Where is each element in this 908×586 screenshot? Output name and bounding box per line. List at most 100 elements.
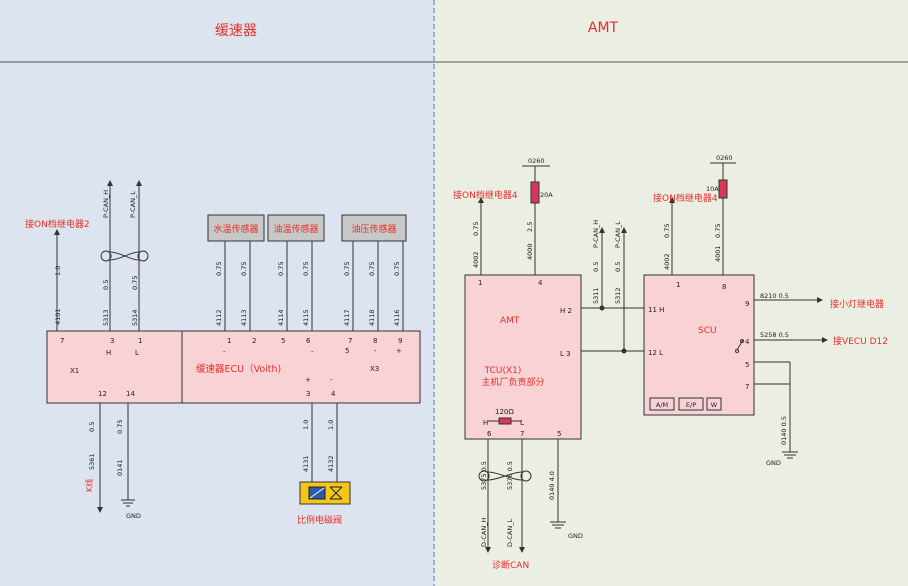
sensor-water-label: 水温传感器 [213, 223, 258, 235]
wire-4131: 4131 [302, 455, 310, 472]
diag-can-label: 诊断CAN [492, 559, 529, 571]
gauge-label: 0.75 [663, 224, 671, 238]
x3-pin-1: 1 [227, 337, 231, 345]
scu-pin-7: 7 [745, 383, 749, 391]
wire-4002: 4002 [472, 251, 480, 268]
twisted-pair-icon [487, 471, 523, 481]
pin-3: 3 [110, 337, 114, 345]
signal-dcan-h: D-CAN_H [480, 518, 488, 547]
fuse-right-source: 0260 [716, 154, 733, 162]
gauge-label: 1.0 [327, 420, 335, 430]
wire-5376: 5376 0.5 [506, 461, 514, 490]
scu-pin-1: 1 [676, 281, 680, 289]
gnd-label: GND [568, 532, 583, 540]
wire-4101: 4101 [54, 308, 62, 325]
scu-box [643, 274, 755, 416]
wire-4132: 4132 [327, 455, 335, 472]
pin-7: 7 [60, 337, 64, 345]
fuse-left-rating: 20A [540, 191, 553, 199]
tcu-pin-7: 7 [520, 430, 524, 438]
tcu-pin-l: L [520, 419, 524, 427]
gauge-label: 0.75 [343, 262, 351, 276]
proportional-valve-icon [299, 481, 351, 505]
x3-pin-8: 8 [373, 337, 377, 345]
tcu-pin-4: 4 [538, 279, 543, 287]
wire-4118: 4118 [368, 309, 376, 326]
tcu-pin-6: 6 [487, 430, 492, 438]
wire-8210: 8210 0.5 [760, 292, 789, 300]
minus-sign: - [223, 348, 226, 356]
amt-label: AMT [500, 316, 520, 326]
wire-4000: 4000 [526, 243, 534, 260]
x3-pin-2: 2 [252, 337, 256, 345]
gauge-label: 0.75 [393, 262, 401, 276]
signal-pcan-l: P-CAN_L [614, 221, 622, 248]
pin-1: 1 [138, 337, 142, 345]
lamp-relay-label: 接小灯继电器 [830, 298, 884, 310]
wire-5313: 5313 [102, 309, 110, 326]
scu-w-button [706, 397, 722, 411]
tcu-pin-1: 1 [478, 279, 482, 287]
twisted-pair-icon [109, 251, 140, 261]
scu-pin-5: 5 [745, 361, 749, 369]
scu-am-label: A/M [656, 401, 668, 409]
valve-label: 比例电磁阀 [297, 514, 342, 526]
wire-5314: 5314 [131, 309, 139, 326]
gauge-label: 1.0 [54, 266, 62, 276]
on-relay-2-label: 接ON档继电器2 [25, 218, 90, 230]
resistor-label: 120Ω [495, 408, 514, 416]
retarder-title: 缓速器 [215, 23, 257, 39]
signal-dcan-l: D-CAN_L [506, 519, 514, 547]
scu-pin-4: 4 [745, 338, 750, 346]
tcu-label: TCU(X1) [484, 366, 522, 376]
gauge-label: 0.75 [277, 262, 285, 276]
tcu-pin-l3: L 3 [560, 350, 571, 358]
x3-pin-7: 7 [348, 337, 352, 345]
fuse-left-source: 0260 [528, 157, 545, 165]
gauge-label: 0.75 [116, 420, 124, 434]
pin-12: 12 [98, 390, 107, 398]
wire-0140b: 0140 0.5 [780, 416, 788, 445]
tcu-pin-h2: H 2 [560, 307, 572, 315]
gauge-label: 0.5 [614, 262, 622, 272]
signal-pcan-h: P-CAN_H [592, 220, 600, 248]
wire-5361: 5361 [88, 453, 96, 470]
x3-pin-4: 4 [331, 390, 336, 398]
gauge-label: 2.5 [526, 222, 534, 232]
fuse-right-rating: 10A [706, 185, 719, 193]
wire-0141: 0141 [116, 459, 124, 476]
gauge-label: 0.5 [592, 262, 600, 272]
minus-sign: - [311, 348, 314, 356]
plus-sign: + [305, 376, 311, 384]
retarder-panel [0, 0, 434, 586]
wire-4115: 4115 [302, 309, 310, 326]
minus-sign: - [374, 347, 377, 355]
x3-pin-6: 6 [306, 337, 311, 345]
scu-label: SCU [698, 326, 717, 336]
gauge-label: 1.0 [302, 420, 310, 430]
wire-4117: 4117 [343, 309, 351, 326]
gauge-label: 0.75 [240, 262, 248, 276]
wire-4002b: 4002 [663, 253, 671, 270]
fuse-20a-icon [530, 181, 540, 204]
vecu-label: 接VECU D12 [833, 335, 888, 347]
on-relay-4-right-label: 接ON档继电器4 [653, 192, 718, 204]
tcu-pin-h: H [483, 419, 488, 427]
k-line-label: K线 [84, 479, 94, 492]
signal-pcan-h: P-CAN_H [102, 190, 110, 218]
pin-14: 14 [126, 390, 135, 398]
fuse-10a-icon [718, 179, 728, 199]
scu-am-button [649, 397, 675, 411]
scu-ep-label: E/P [686, 401, 696, 409]
plus-sign: + [396, 347, 402, 355]
gauge-label: 0.75 [714, 224, 722, 238]
gauge-label: 0.5 [102, 280, 110, 290]
x3-sub-5: 5 [345, 347, 349, 355]
pin-l: L [135, 349, 139, 357]
wire-4001: 4001 [714, 245, 722, 262]
tcu-pin-5: 5 [557, 430, 561, 438]
wire-5311: 5311 [592, 287, 600, 304]
scu-pin-12l: 12 L [648, 349, 663, 357]
gnd-label: GND [766, 459, 781, 467]
